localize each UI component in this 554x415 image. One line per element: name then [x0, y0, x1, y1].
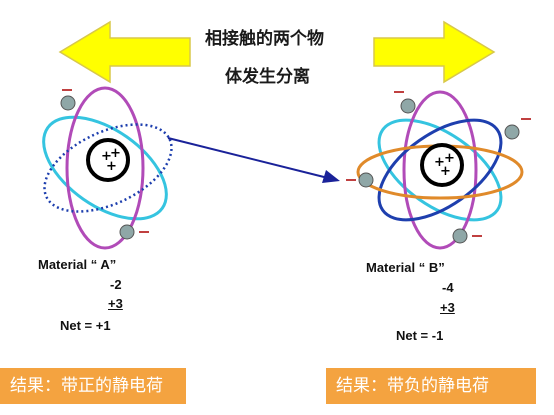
- material-a-value1: -2: [110, 277, 122, 292]
- atom-b-orbit-purple: [402, 90, 478, 250]
- atom-a-plus-1: +: [101, 149, 112, 164]
- atom-b-plus-2: +: [444, 151, 455, 166]
- atom-a-nucleus: [86, 138, 130, 182]
- atom-b-nucleus: [420, 143, 464, 187]
- atom-a-orbit-purple: [65, 86, 145, 250]
- atom-a-plus-3: +: [106, 159, 117, 174]
- title-line-1: 相接触的两个物: [205, 29, 324, 49]
- atom-b-plus-1: +: [434, 155, 445, 170]
- electron-transfer-arrow: [167, 137, 329, 179]
- atom-a-plus-2: +: [110, 146, 121, 161]
- atom-b-electron-right: [504, 124, 520, 140]
- atom-b-electron-bottom: [452, 228, 468, 244]
- atom-b-orbit-blue: [377, 118, 503, 222]
- title-line-2: 体发生分离: [225, 67, 310, 87]
- atom-a-electron-top: [60, 95, 76, 111]
- atom-a-electron-bottom: [119, 224, 135, 240]
- material-a-label: Material “ A”: [38, 257, 117, 272]
- right-separation-arrow: [373, 20, 496, 84]
- atom-a: + + +: [42, 86, 173, 250]
- electron-transfer-arrowhead: [322, 170, 340, 183]
- material-a-net: Net = +1: [60, 318, 111, 333]
- material-a-value2: +3: [108, 296, 123, 311]
- result-b-banner: 结果：带负的静电荷: [326, 368, 536, 404]
- atom-b-electron-left: [358, 172, 374, 188]
- material-b-value2: +3: [440, 300, 455, 315]
- result-a-banner: 结果：带正的静电荷: [0, 368, 186, 404]
- material-b-label: Material “ B”: [366, 260, 445, 275]
- atom-b-electron-top: [400, 98, 416, 114]
- material-b-net: Net = -1: [396, 328, 444, 343]
- left-separation-arrow: [58, 20, 191, 84]
- atom-a-orbit-cyan: [42, 115, 168, 221]
- atom-b: + + +: [346, 90, 531, 250]
- atom-b-orbit-cyan: [377, 118, 503, 222]
- atom-b-plus-3: +: [440, 164, 451, 179]
- material-b-value1: -4: [442, 280, 454, 295]
